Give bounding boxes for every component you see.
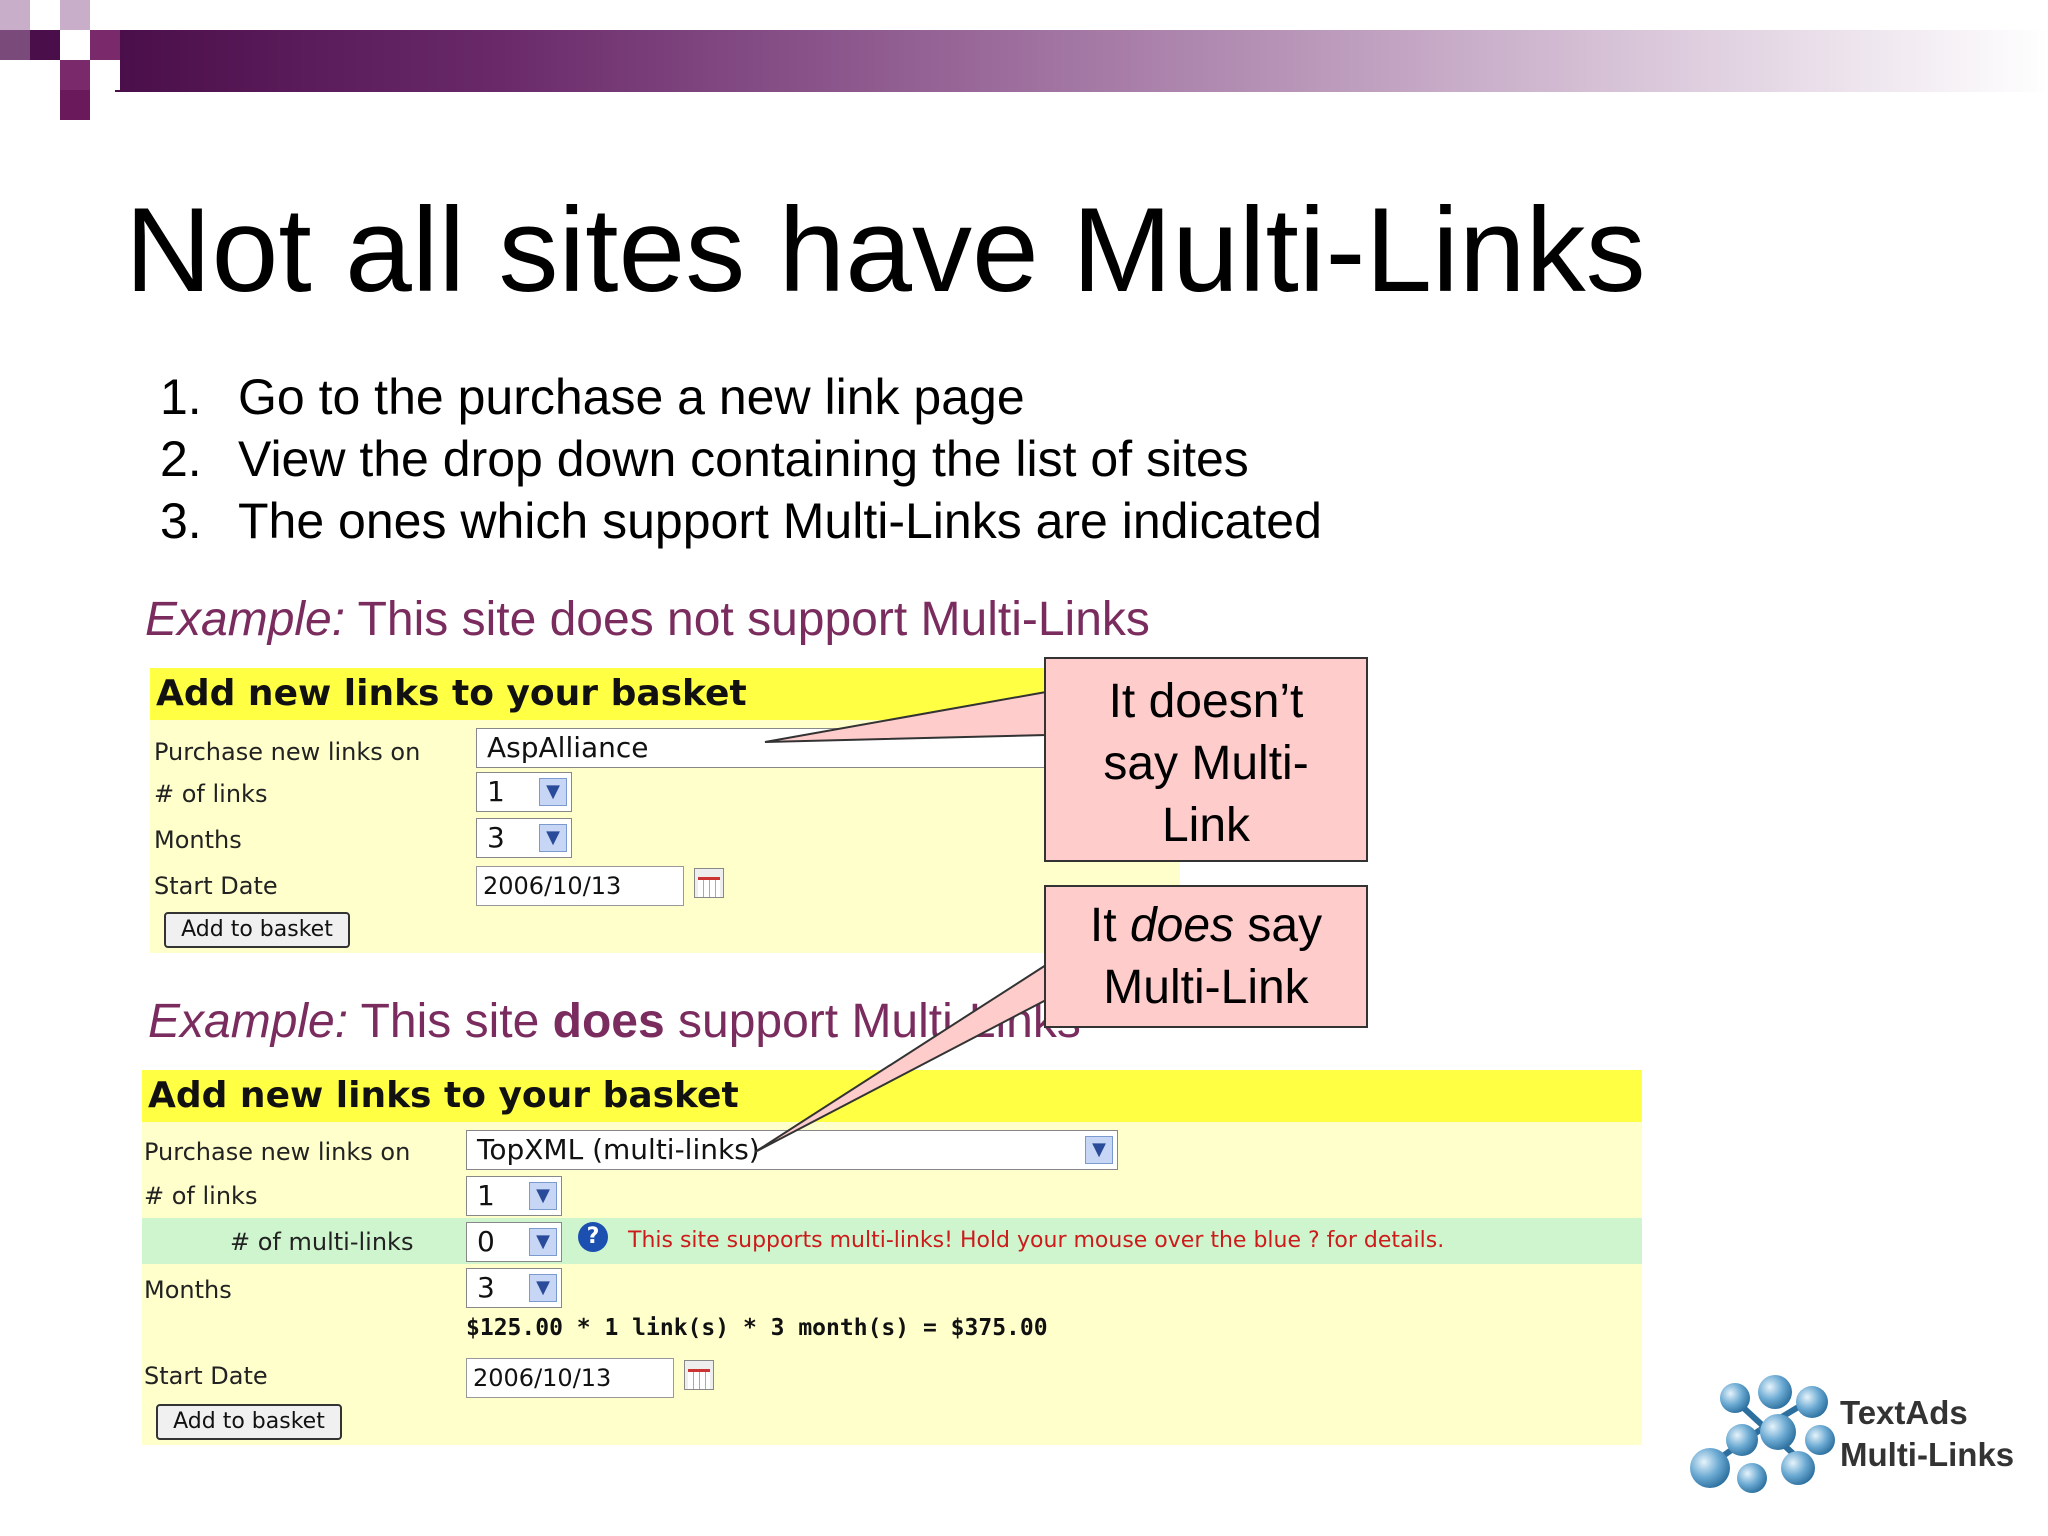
list-item: 3.The ones which support Multi-Links are… [160,493,1322,549]
chevron-down-icon: ▼ [539,824,567,852]
slide-title: Not all sites have Multi-Links [125,183,1646,317]
example-caption-1: Example: This site does not support Mult… [145,593,1150,646]
basket-panel-2: Add new links to your basket Purchase ne… [142,1070,1642,1445]
example-caption-2: Example: This site does support Multi-Li… [148,995,1081,1048]
links-label: # of links [154,780,268,808]
links-label: # of links [144,1182,258,1210]
months-select[interactable]: 3▼ [476,818,572,858]
chevron-down-icon: ▼ [1085,1136,1113,1164]
list-item: 2.View the drop down containing the list… [160,431,1249,487]
purchase-label: Purchase new links on [154,738,421,766]
callout-pointer-1 [764,690,1047,743]
help-icon[interactable]: ? [578,1222,608,1252]
chevron-down-icon: ▼ [539,778,567,806]
multi-links-message: This site supports multi-links! Hold you… [628,1228,1445,1253]
calendar-icon[interactable] [694,868,724,898]
header-gradient-bar [115,30,2048,92]
months-label: Months [154,826,242,854]
textads-logo-icon [1690,1375,1835,1493]
purchase-label: Purchase new links on [144,1138,411,1166]
multi-links-select[interactable]: 0▼ [466,1222,562,1262]
chevron-down-icon: ▼ [529,1228,557,1256]
callout-has-multilink: It does say Multi-Link [1044,885,1368,1028]
start-date-label: Start Date [154,872,278,900]
add-to-basket-button[interactable]: Add to basket [164,912,350,948]
site-select[interactable]: TopXML (multi-links)▼ [466,1130,1118,1170]
callout-no-multilink: It doesn’t say Multi- Link [1044,657,1368,862]
calendar-icon[interactable] [684,1360,714,1390]
start-date-input[interactable]: 2006/10/13 [476,866,684,906]
multi-links-row [142,1218,1642,1264]
price-calculation: $125.00 * 1 link(s) * 3 month(s) = $375.… [466,1315,1048,1341]
steps-list: 1.Go to the purchase a new link page 2.V… [160,366,1322,552]
months-select[interactable]: 3▼ [466,1268,562,1308]
chevron-down-icon: ▼ [529,1274,557,1302]
start-date-input[interactable]: 2006/10/13 [466,1358,674,1398]
callout-pointer-2 [754,963,1047,1153]
list-item: 1.Go to the purchase a new link page [160,369,1025,425]
months-label: Months [144,1276,232,1304]
add-to-basket-button[interactable]: Add to basket [156,1404,342,1440]
logo-text: TextAds Multi-Links [1840,1394,2015,1473]
links-select[interactable]: 1▼ [476,772,572,812]
multi-links-label: # of multi-links [230,1228,414,1256]
panel-heading: Add new links to your basket [142,1070,1642,1122]
chevron-down-icon: ▼ [529,1182,557,1210]
start-date-label: Start Date [144,1362,268,1390]
panel-heading: Add new links to your basket [150,668,1180,720]
links-select[interactable]: 1▼ [466,1176,562,1216]
